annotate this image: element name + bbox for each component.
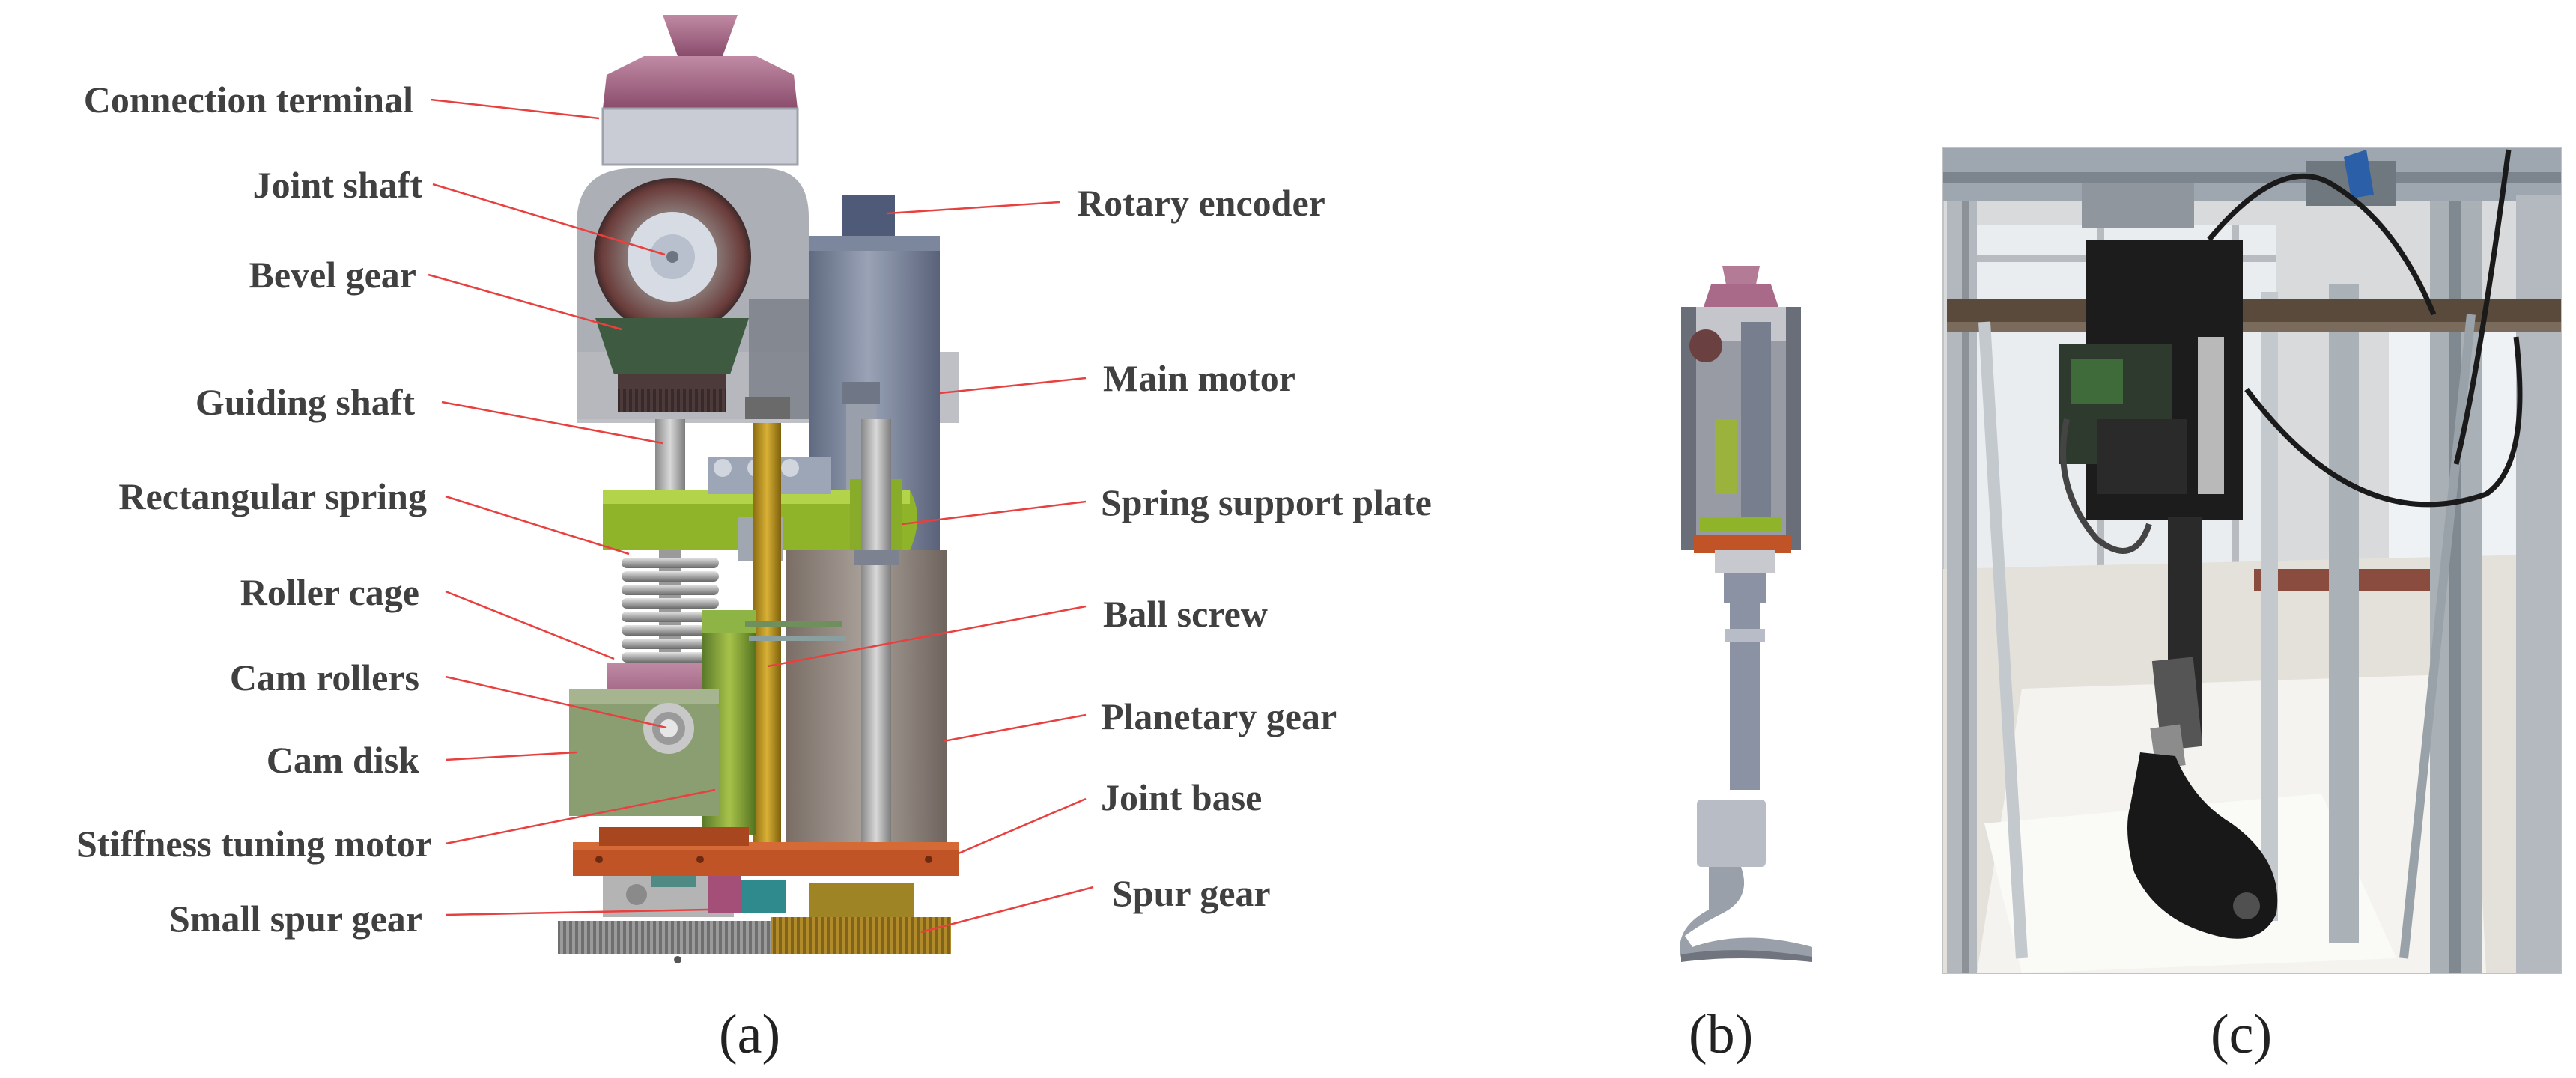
leader-line-bevel-gear — [428, 273, 622, 331]
leader-line-spur-gear — [920, 886, 1094, 934]
leader-line-stiffness-tuning-motor — [445, 788, 716, 845]
label-connection-terminal: Connection terminal — [83, 79, 413, 121]
leader-line-guiding-shaft — [441, 401, 663, 445]
leader-line-planetary-gear — [943, 713, 1087, 743]
leader-line-cam-disk — [445, 751, 577, 761]
label-cam-disk: Cam disk — [266, 739, 419, 781]
leader-line-main-motor — [939, 377, 1087, 395]
leader-line-rectangular-spring — [445, 495, 630, 555]
spring-coil — [622, 571, 719, 582]
label-small-spur-gear: Small spur gear — [169, 898, 422, 940]
label-guiding-shaft: Guiding shaft — [195, 381, 415, 423]
leader-line-ball-screw — [767, 605, 1087, 668]
spring-coil — [622, 585, 719, 595]
label-rotary-encoder: Rotary encoder — [1077, 182, 1325, 224]
leader-line-rotary-encoder — [887, 201, 1060, 215]
spring-coil — [622, 558, 719, 568]
leader-line-joint-base — [958, 797, 1087, 855]
leader-line-spring-support-plate — [902, 500, 1087, 526]
label-spur-gear: Spur gear — [1112, 872, 1271, 914]
label-main-motor: Main motor — [1103, 357, 1295, 399]
label-stiffness-tuning-motor: Stiffness tuning motor — [76, 823, 432, 865]
label-joint-base: Joint base — [1101, 776, 1263, 818]
leader-line-joint-shaft — [432, 183, 666, 256]
label-joint-shaft: Joint shaft — [252, 164, 422, 206]
spring-coil — [622, 625, 719, 636]
spring-coil — [622, 612, 719, 622]
spring-coil — [622, 639, 719, 649]
caption-a: (a) — [719, 1004, 781, 1065]
caption-b: (b) — [1689, 1004, 1754, 1065]
leader-line-small-spur-gear — [445, 908, 708, 916]
label-cam-rollers: Cam rollers — [229, 657, 419, 698]
caption-c: (c) — [2211, 1004, 2273, 1065]
spring-coil — [622, 652, 719, 663]
label-rectangular-spring: Rectangular spring — [118, 475, 427, 517]
leader-line-roller-cage — [445, 590, 615, 660]
label-ball-screw: Ball screw — [1103, 593, 1268, 635]
label-planetary-gear: Planetary gear — [1101, 695, 1337, 737]
leader-line-connection-terminal — [430, 98, 600, 120]
leader-line-cam-rollers — [445, 675, 667, 729]
label-bevel-gear: Bevel gear — [249, 254, 416, 296]
label-spring-support-plate: Spring support plate — [1101, 481, 1432, 523]
label-roller-cage: Roller cage — [240, 571, 419, 613]
spring-coil — [622, 598, 719, 609]
